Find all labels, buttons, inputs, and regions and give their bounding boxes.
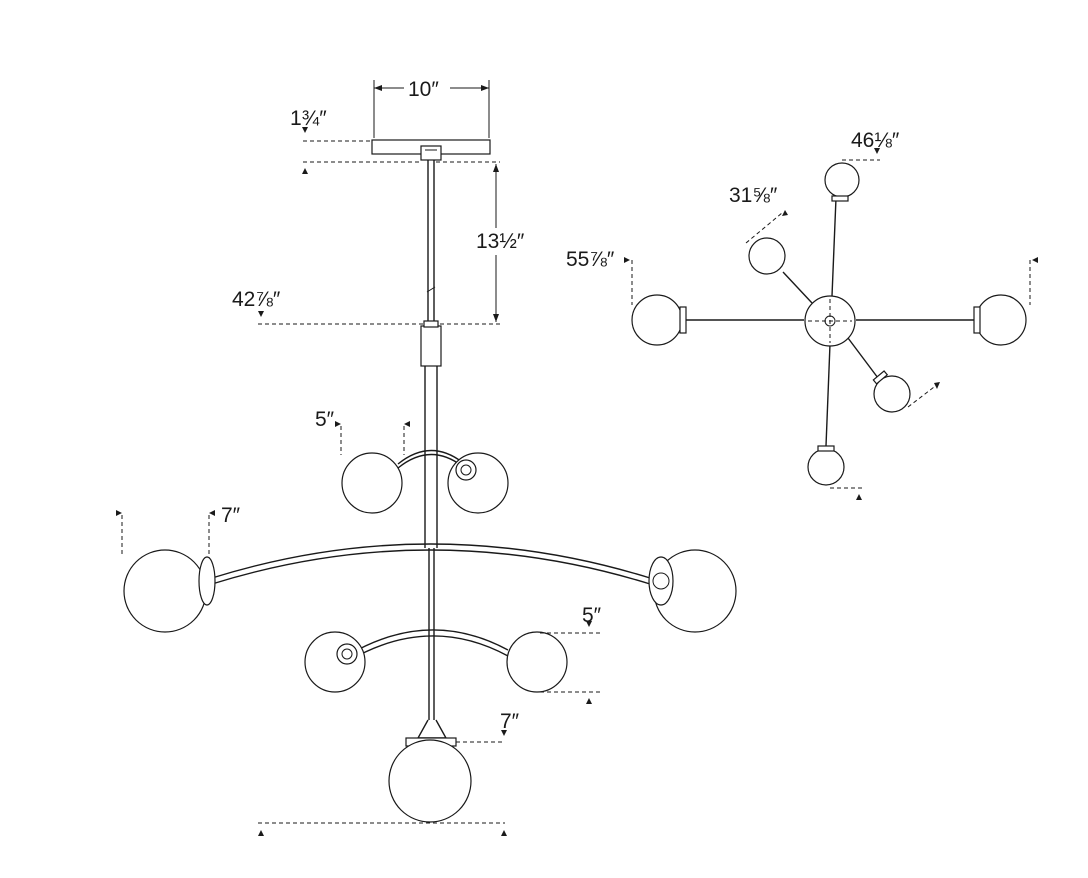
bottom-globe [388,739,472,823]
canopy-width-label: 10″ [408,78,439,101]
lower-right-globe [506,631,568,693]
stem-length-label: 13½″ [476,230,525,253]
wide-arm-label: 7″ [221,504,241,527]
elevation-view: 10″ 1¾″ 13½″ 42⅞″ [116,78,737,836]
canopy-height-label: 1¾″ [290,107,327,130]
overall-height-label: 42⅞″ [232,288,281,311]
upper-left-globe [341,452,403,514]
plan-top-label: 46⅛″ [851,129,900,152]
upper-tier-label: 5″ [315,408,335,431]
lower-tier-label: 5″ [582,604,602,627]
lower-left-globe [304,631,366,693]
plan-span-label: 55⅞″ [566,248,615,271]
body-coupling [420,325,442,367]
plan-view: 46⅛″ 31⅝″ 55⅞″ [566,129,1038,500]
wide-left-globe [123,549,207,633]
plan-left-globe [631,294,683,346]
plan-lower-right-globe [873,375,911,413]
upper-right-globe [447,452,509,514]
bottom-globe-label: 7″ [500,710,520,733]
plan-upper-left-label: 31⅝″ [729,184,778,207]
plan-upper-left-globe [748,237,786,275]
plan-bottom-globe [807,448,845,486]
plan-top-globe [824,162,860,198]
plan-right-globe [975,294,1027,346]
